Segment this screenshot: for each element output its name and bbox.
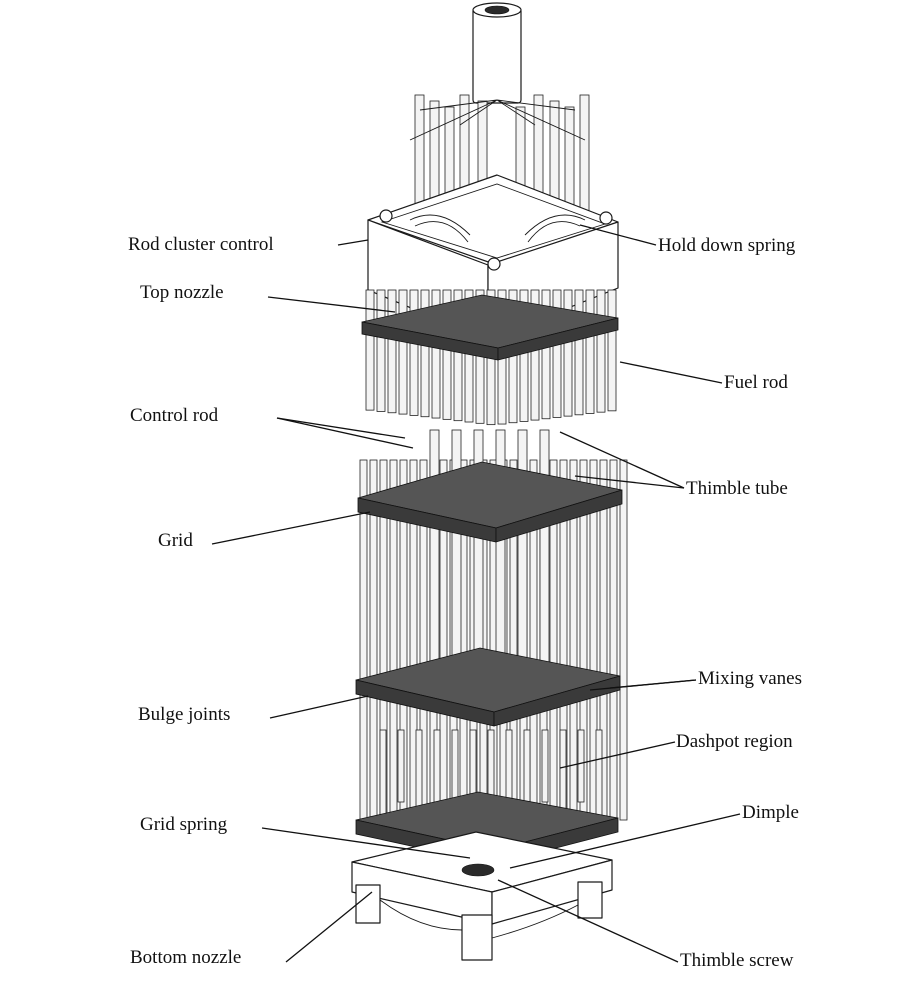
rod (517, 429, 528, 691)
rod (539, 429, 550, 691)
rod (442, 289, 452, 420)
bottom-nozzle (351, 831, 613, 961)
rod (559, 729, 567, 821)
label-thimble-screw: Thimble screw (680, 950, 794, 971)
label-top-nozzle: Top nozzle (140, 282, 224, 303)
label-hold-down-spring: Hold down spring (658, 235, 796, 256)
rod (469, 729, 477, 803)
dashpot-tubes (379, 729, 603, 821)
label-dimple: Dimple (742, 802, 799, 823)
rod (409, 289, 419, 416)
label-rod-cluster-control: Rod cluster control (128, 234, 274, 255)
leader-dimple (509, 813, 741, 869)
label-grid: Grid (158, 530, 193, 551)
rod (596, 289, 606, 413)
rod (541, 729, 549, 803)
fuel-assembly-illustration (351, 2, 628, 961)
rod (505, 729, 513, 803)
leader-control-rod-2 (276, 417, 414, 449)
label-thimble-tube: Thimble tube (686, 478, 788, 499)
label-bulge-joints: Bulge joints (138, 704, 230, 725)
rod (429, 429, 440, 691)
leader-top-nozzle (267, 296, 396, 313)
label-control-rod: Control rod (130, 405, 219, 426)
label-dashpot-region: Dashpot region (676, 731, 793, 752)
leader-grid (211, 511, 371, 545)
rod (563, 289, 573, 417)
rod (464, 289, 474, 423)
rod (530, 289, 540, 421)
rod (564, 106, 575, 216)
rod (453, 289, 463, 422)
rod (619, 459, 628, 821)
label-mixing-vanes: Mixing vanes (698, 668, 802, 689)
leader-bulge-joints (269, 695, 369, 719)
leader-rod-cluster-control (337, 239, 369, 246)
rod (376, 289, 386, 412)
rod (609, 459, 618, 821)
rod (577, 729, 585, 803)
leader-thimble-tube-2 (574, 475, 685, 489)
rod (585, 289, 595, 414)
label-bottom-nozzle: Bottom nozzle (130, 947, 241, 968)
grid-middle (355, 647, 621, 727)
rod (433, 729, 441, 803)
top-grid (361, 294, 619, 361)
label-fuel-rod: Fuel rod (724, 372, 788, 393)
leader-control-rod-1 (276, 417, 406, 439)
rod (365, 289, 375, 411)
rod (519, 289, 529, 422)
leader-fuel-rod (619, 361, 723, 384)
leader-thimble-screw (497, 879, 679, 963)
rod (541, 289, 551, 420)
rod (397, 729, 405, 803)
leader-grid-spring (261, 827, 471, 859)
rod (579, 94, 590, 224)
leader-hold-down-spring (579, 224, 657, 246)
callout-labels: Rod cluster control Hold down spring Top… (128, 234, 802, 971)
leader-lines (211, 224, 741, 963)
rod-cluster-spider (409, 2, 590, 224)
leader-mixing-vanes-2 (609, 679, 697, 689)
leader-thimble-tube-1 (559, 431, 685, 489)
rod (420, 289, 430, 418)
rod (431, 289, 441, 419)
rod (552, 289, 562, 418)
rod (574, 289, 584, 416)
rod (607, 289, 617, 412)
rod (595, 729, 603, 821)
rod (387, 289, 397, 414)
rod (414, 94, 425, 216)
grid-upper (357, 461, 623, 543)
leader-dashpot-region (559, 741, 676, 769)
rod (398, 289, 408, 415)
rod (379, 729, 387, 821)
label-grid-spring: Grid spring (140, 814, 228, 835)
leader-bottom-nozzle (285, 891, 373, 963)
